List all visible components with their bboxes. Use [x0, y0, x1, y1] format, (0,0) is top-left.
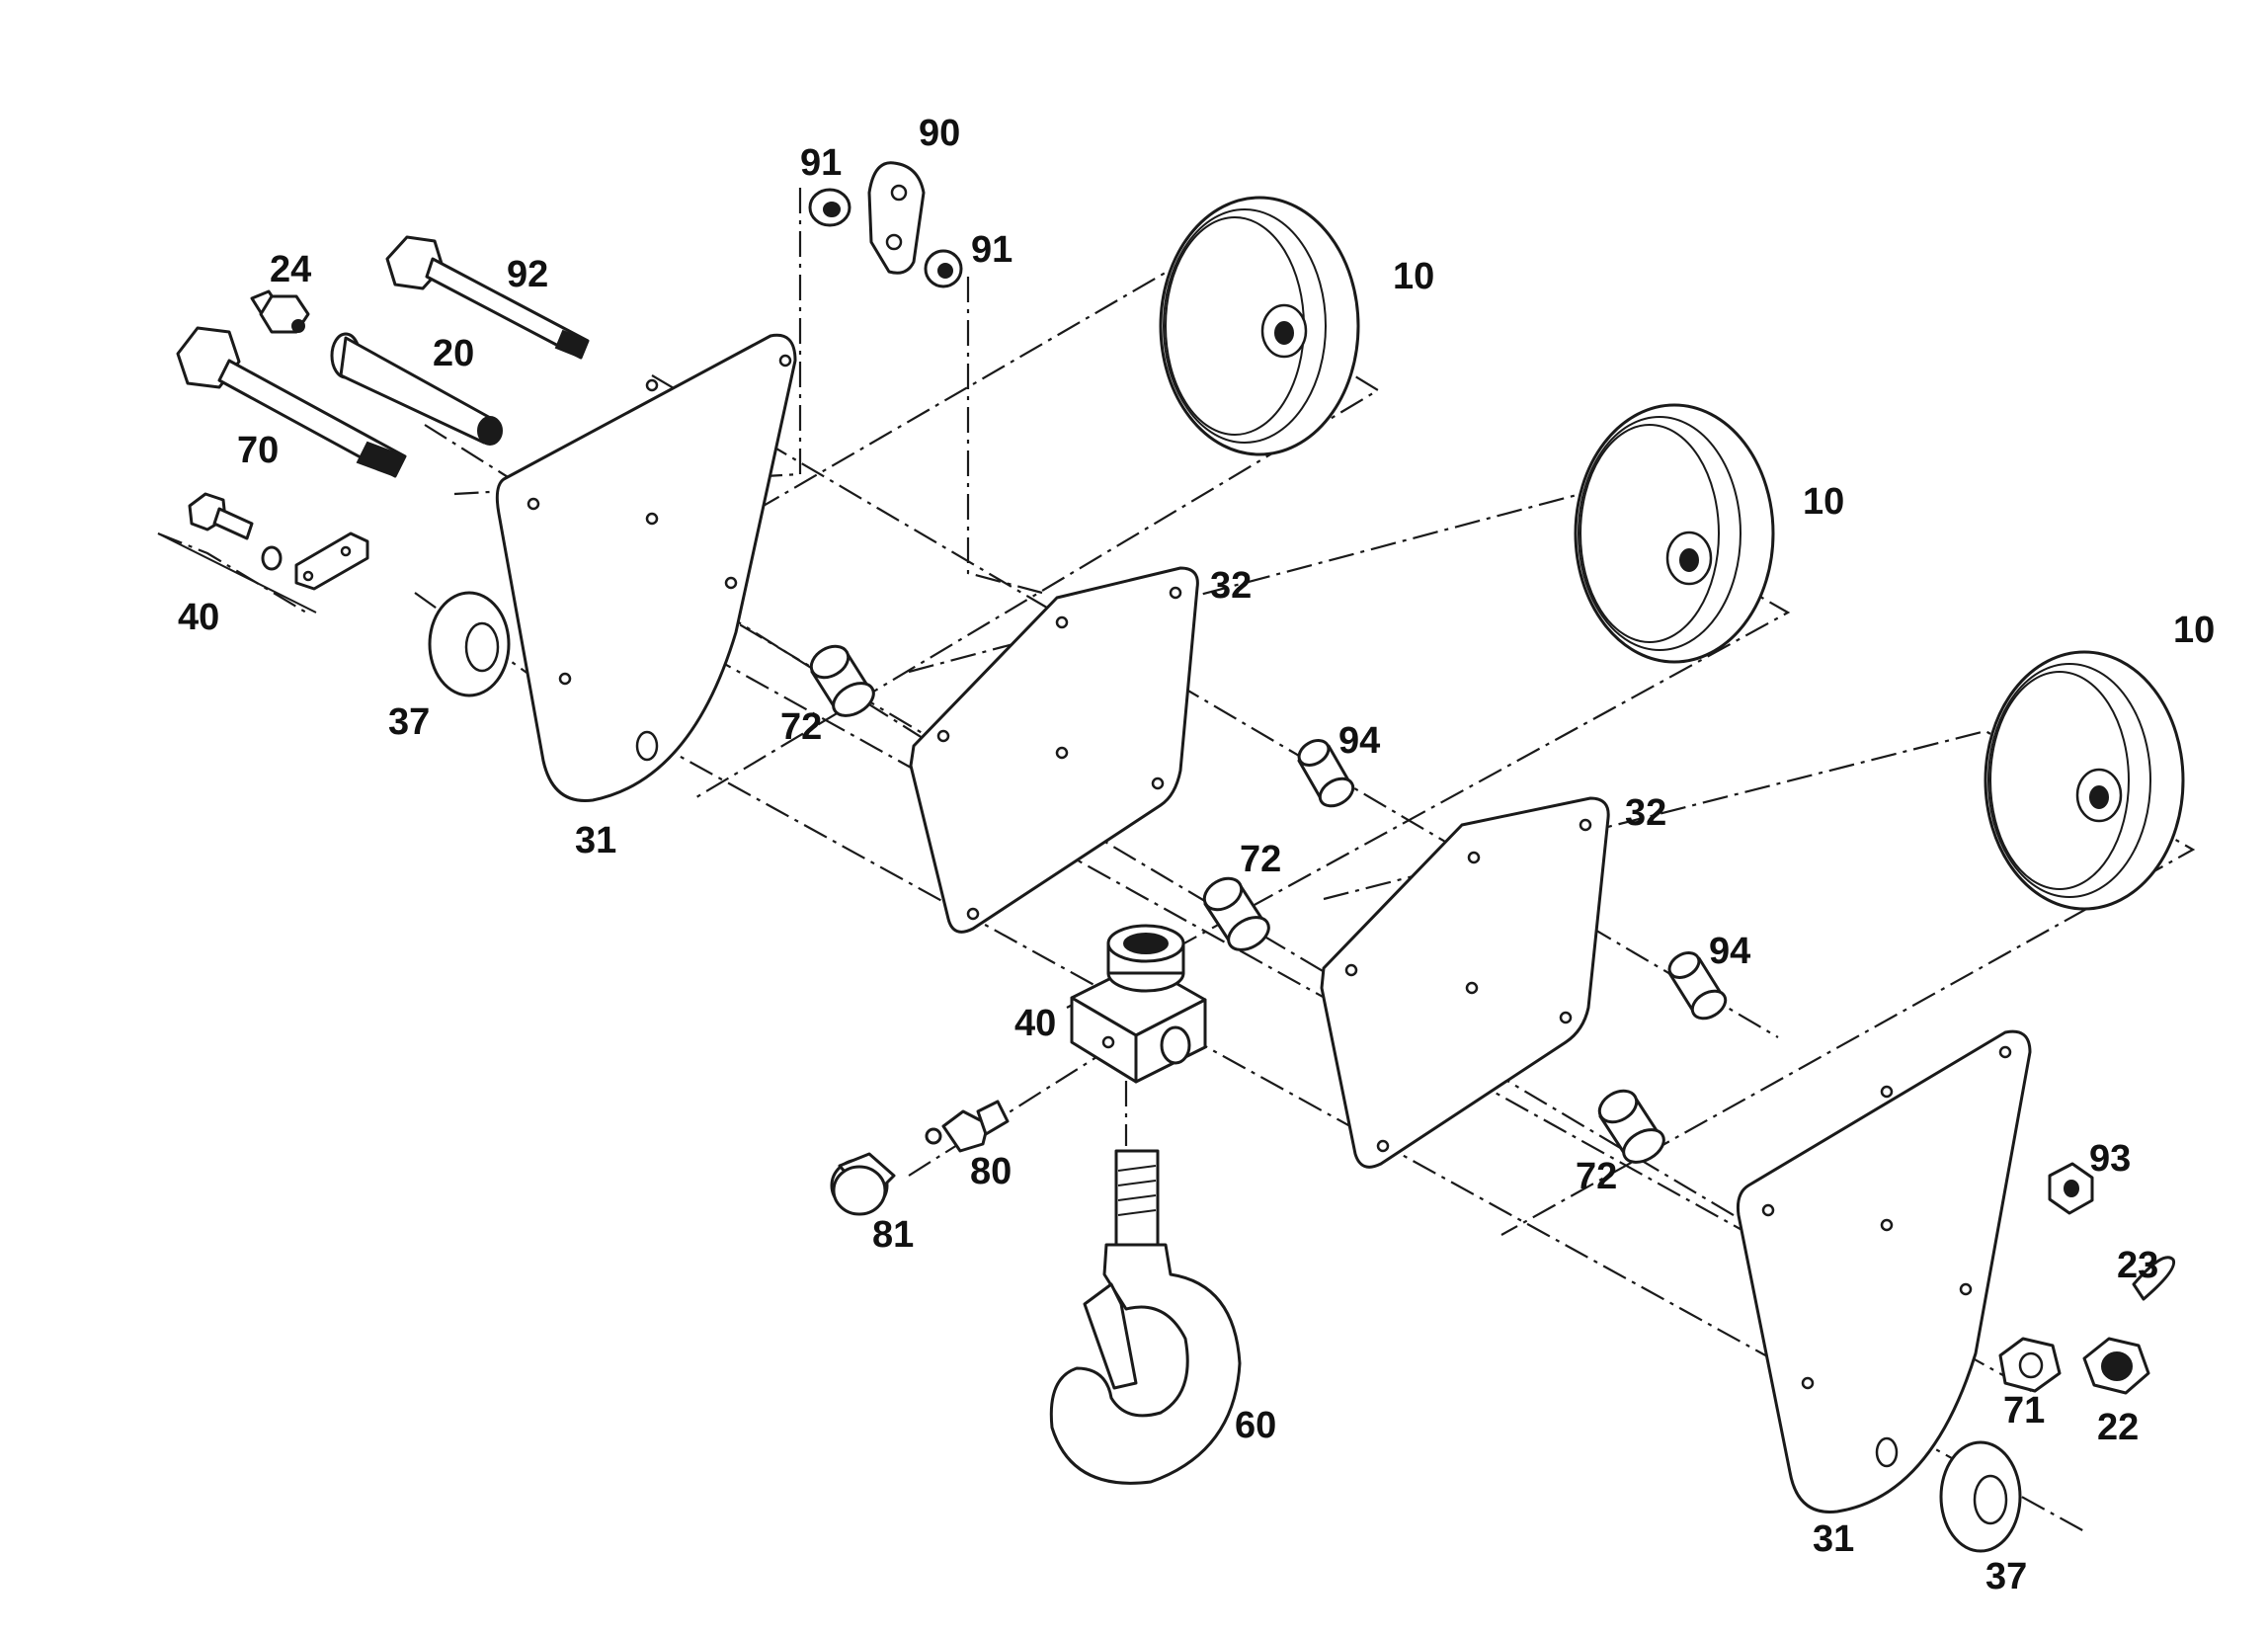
- spacer-72-3: [1597, 1089, 1665, 1164]
- callout-22: 22: [2097, 1407, 2139, 1448]
- link-plate-90: [867, 161, 926, 275]
- sheave-10-middle: [1574, 403, 1775, 664]
- bolt-70: [176, 326, 407, 478]
- callout-40-left: 40: [178, 597, 219, 638]
- bolt-bracket-40: [157, 492, 369, 614]
- callout-91-left: 91: [800, 142, 842, 184]
- callout-40-center: 40: [1014, 1003, 1056, 1044]
- center-plate-32-upper: [909, 566, 1199, 934]
- callout-94-1: 94: [1338, 720, 1380, 762]
- callout-80: 80: [970, 1151, 1012, 1192]
- spacer-94-1: [1297, 739, 1355, 808]
- sheave-10-bottom: [1984, 650, 2185, 911]
- callout-91-right: 91: [971, 229, 1012, 271]
- callout-60: 60: [1235, 1405, 1276, 1446]
- nut-93: [2048, 1162, 2094, 1215]
- callout-31-left: 31: [575, 820, 616, 861]
- callout-23: 23: [2117, 1245, 2158, 1286]
- cross-block-40: [1070, 924, 1207, 1084]
- side-plate-31-right: [1737, 1029, 2032, 1513]
- callout-70: 70: [237, 430, 279, 471]
- callout-94-2: 94: [1709, 931, 1750, 972]
- cotter-pin-23: [2132, 1256, 2176, 1301]
- side-plate-31-left: [495, 333, 797, 802]
- callout-10-bottom: 10: [2173, 610, 2215, 651]
- cap-81: [830, 1152, 896, 1216]
- callout-72-3: 72: [1576, 1156, 1617, 1197]
- fitting-80: [925, 1100, 1010, 1153]
- callout-72-1: 72: [780, 706, 822, 748]
- callout-37-right: 37: [1985, 1556, 2027, 1597]
- callout-71: 71: [2003, 1390, 2045, 1432]
- spacer-94-2: [1667, 951, 1728, 1021]
- callout-93: 93: [2089, 1138, 2131, 1180]
- callout-32-lower: 32: [1625, 792, 1666, 834]
- pin-20: [330, 332, 503, 446]
- hook-60: [1049, 1149, 1242, 1485]
- callout-10-middle: 10: [1803, 481, 1844, 523]
- washer-37-left: [428, 591, 511, 697]
- callout-24: 24: [270, 249, 311, 290]
- callout-81: 81: [872, 1214, 914, 1256]
- callout-90: 90: [919, 113, 960, 154]
- washer-91-left: [808, 188, 851, 227]
- washer-91-right: [924, 249, 963, 288]
- grease-nipple-24: [250, 289, 310, 334]
- callout-10-top: 10: [1393, 256, 1434, 297]
- nut-71: [1998, 1337, 2062, 1393]
- center-plate-32-lower: [1320, 796, 1610, 1169]
- castle-nut-22: [2082, 1337, 2150, 1395]
- callout-20: 20: [433, 333, 474, 374]
- callout-31-right: 31: [1813, 1518, 1854, 1560]
- callout-32-upper: 32: [1210, 565, 1252, 607]
- callout-labels: 90 91 91 92 24 20 70 40 37 31 72 10 10 1…: [178, 113, 2215, 1597]
- callout-37-left: 37: [388, 701, 430, 743]
- spacer-72-1: [809, 644, 875, 717]
- washer-37-right: [1939, 1440, 2022, 1553]
- callout-92: 92: [507, 254, 548, 295]
- spacer-72-2: [1202, 876, 1270, 951]
- bolt-92: [385, 235, 590, 360]
- sheave-10-top: [1159, 196, 1360, 456]
- callout-72-2: 72: [1240, 839, 1281, 880]
